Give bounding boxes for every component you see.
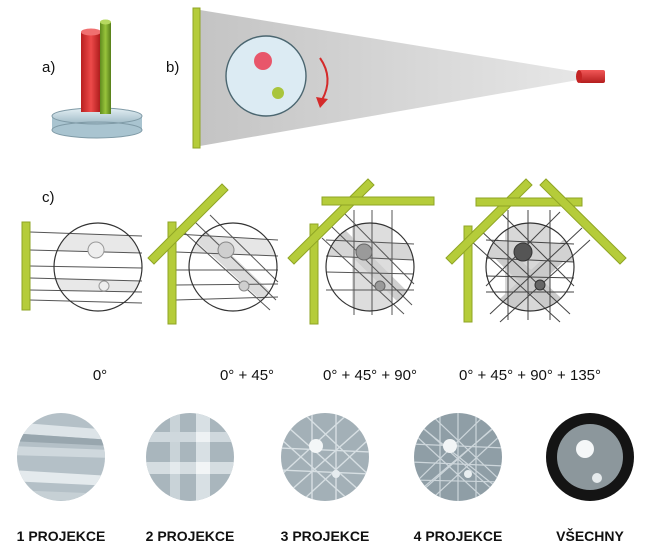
reconstruction-3-projections [281,413,369,501]
x-ray-beam [200,10,578,146]
caption-2: 2 PROJEKCE [146,528,235,544]
label-a: a) [42,59,55,76]
angle-label-3: 0° + 45° + 90° [323,367,417,384]
detector-c4-horizontal [475,197,583,207]
label-c: c) [42,189,55,206]
caption-5: VŠECHNY [556,527,624,544]
detector-c1 [21,221,31,311]
caption-1: 1 PROJEKCE [17,528,106,544]
backprojection-step-2 [147,183,279,325]
phantom-green-dot [272,87,284,99]
rotation-arrow-icon [316,57,329,108]
reconstruction-4-projections [414,413,502,501]
angle-label-2: 0° + 45° [220,367,274,384]
detector-c3-horizontal [321,196,435,206]
turntable-base [51,107,143,139]
phantom-disc [225,35,307,117]
reconstruction-1-projection [17,413,105,501]
green-cylinder [100,19,111,114]
red-cylinder [81,28,101,112]
caption-4: 4 PROJEKCE [414,528,503,544]
x-ray-source [576,70,605,83]
phantom-red-dot [254,52,272,70]
detector-b [192,7,201,149]
detector-c2-vertical [167,221,177,325]
caption-3: 3 PROJEKCE [281,528,370,544]
backprojection-step-1 [21,221,143,312]
detector-c4-vertical [463,225,473,323]
detector-c4-diagonal-right [539,178,627,265]
backprojection-step-4 [445,178,627,323]
detector-c3-vertical [309,223,319,325]
panel-a: a) [42,19,143,139]
panel-b: b) [166,7,605,149]
reconstruction-2-projections [146,413,234,501]
angle-label-4: 0° + 45° + 90° + 135° [459,367,601,384]
angle-label-1: 0° [93,367,107,384]
reconstruction-all-projections [546,413,634,501]
backprojection-step-3 [287,178,435,325]
detector-c2-diagonal [147,183,229,265]
label-b: b) [166,59,179,76]
